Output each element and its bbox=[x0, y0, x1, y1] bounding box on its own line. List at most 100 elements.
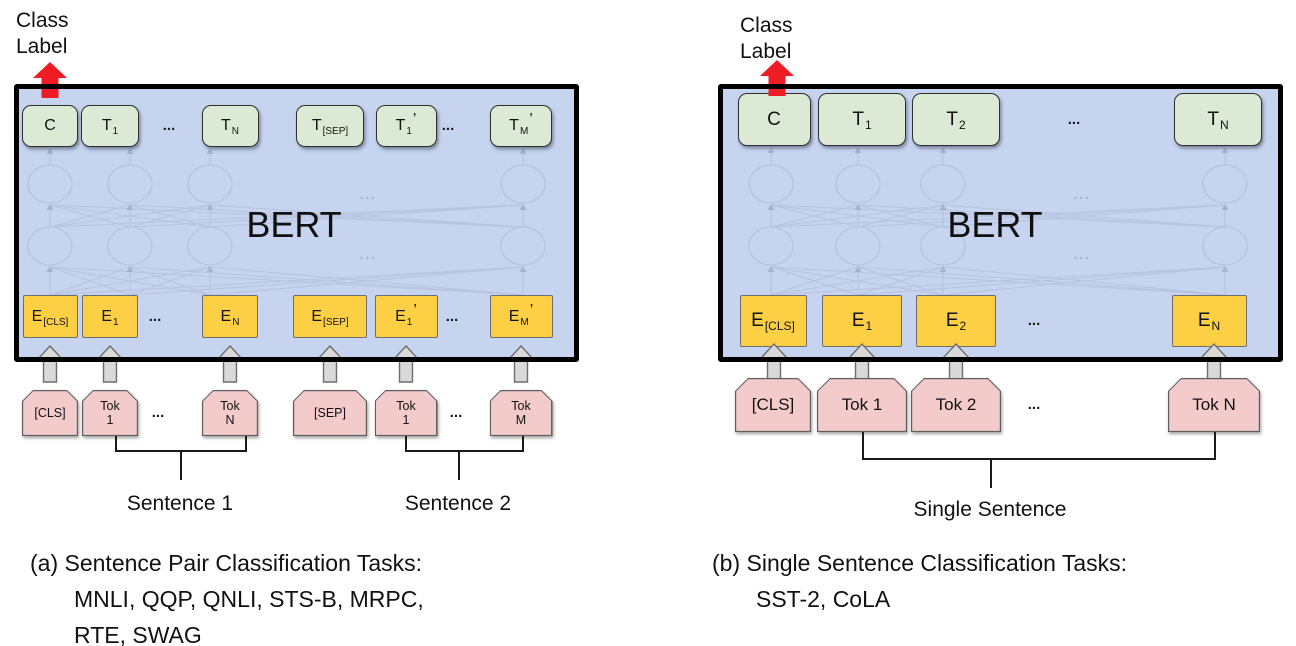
token-box-fill bbox=[376, 391, 437, 435]
figure-caption-line: (b) Single Sentence Classification Tasks… bbox=[712, 550, 1128, 576]
box-label-main: T bbox=[311, 117, 322, 134]
ellipsis: ... bbox=[162, 117, 176, 134]
box-label-main: E bbox=[395, 307, 406, 325]
token-box-label-line: Tok bbox=[511, 399, 531, 413]
bracket-line-bottom bbox=[862, 458, 1216, 460]
box-label: T1 bbox=[852, 108, 871, 132]
bracket-line-right bbox=[1214, 432, 1216, 458]
token-box-label-line: [CLS] bbox=[751, 395, 795, 415]
class-label-line: Label bbox=[16, 35, 68, 58]
bracket-line-left bbox=[862, 432, 864, 458]
bracket-line-right bbox=[522, 436, 524, 450]
ellipsis: ... bbox=[449, 404, 463, 421]
token-box-label: [CLS] bbox=[735, 378, 811, 432]
box-label: T1’ bbox=[395, 111, 417, 137]
token-box: [CLS] bbox=[735, 378, 811, 432]
box-label-subscript: 1 bbox=[406, 316, 413, 328]
box-label-main: T bbox=[220, 117, 231, 134]
bert-label: BERT bbox=[947, 204, 1043, 245]
box-label-main: E bbox=[851, 310, 865, 331]
box-label: T1 bbox=[101, 117, 119, 137]
class-label-line: Class bbox=[16, 9, 69, 32]
token-box: [CLS] bbox=[22, 390, 78, 436]
figure-caption-line: (a) Sentence Pair Classification Tasks: bbox=[30, 550, 423, 576]
box-label: EM’ bbox=[509, 302, 534, 328]
box-label: EN bbox=[1197, 310, 1220, 333]
token-box-fill bbox=[23, 391, 77, 435]
box-label-subscript: N bbox=[1219, 117, 1229, 132]
box-label-subscript: [CLS] bbox=[43, 316, 69, 328]
box-label-prime: ’ bbox=[412, 111, 417, 128]
box-label-main: T bbox=[509, 117, 519, 134]
embedding-box: EN bbox=[202, 295, 258, 338]
ellipsis: ... bbox=[1067, 111, 1081, 128]
token-box-fill bbox=[203, 391, 257, 435]
box-label-main: E bbox=[220, 307, 232, 325]
output-token-box: C bbox=[22, 105, 78, 147]
output-token-box: TM’ bbox=[490, 105, 552, 147]
svg-text:...: ... bbox=[1073, 246, 1090, 263]
ellipsis: ... bbox=[1027, 396, 1041, 413]
box-label-main: T bbox=[852, 108, 864, 130]
class-label-line: Class bbox=[740, 14, 793, 37]
ellipsis: ... bbox=[1027, 312, 1041, 329]
embedding-box: E1’ bbox=[374, 295, 438, 338]
figure-caption: (a) Sentence Pair Classification Tasks:M… bbox=[30, 545, 424, 646]
box-label-main: E bbox=[31, 307, 43, 325]
box-label-prime: ’ bbox=[413, 301, 417, 319]
output-token-box: T2 bbox=[912, 93, 1000, 146]
svg-text:...: ... bbox=[359, 246, 376, 263]
bracket-line-bottom bbox=[405, 450, 524, 452]
box-label-subscript: M bbox=[519, 126, 529, 137]
token-box: Tok 1 bbox=[817, 378, 907, 432]
output-token-box: T1 bbox=[818, 93, 906, 146]
box-label-main: T bbox=[395, 117, 406, 134]
embedding-box: E[SEP] bbox=[293, 295, 367, 338]
output-token-box: TN bbox=[1174, 93, 1262, 146]
token-box-label-line: Tok 2 bbox=[935, 395, 977, 415]
box-label-subscript: 1 bbox=[112, 126, 119, 137]
token-box: Tok N bbox=[1168, 378, 1260, 432]
embedding-box: EM’ bbox=[489, 295, 553, 338]
bert-label: BERT bbox=[246, 204, 342, 245]
token-box-label: Tok 2 bbox=[911, 378, 1001, 432]
box-label-subscript: 1 bbox=[113, 316, 119, 328]
box-label-main: T bbox=[101, 117, 112, 134]
token-box-fill bbox=[736, 379, 810, 431]
token-box-label: [CLS] bbox=[22, 390, 78, 436]
box-label-main: E bbox=[1197, 310, 1211, 331]
bracket-stem bbox=[180, 450, 182, 480]
box-label-subscript: N bbox=[231, 126, 239, 137]
box-label: EN bbox=[220, 307, 240, 328]
box-label-main: E bbox=[101, 307, 113, 325]
box-label-main: E bbox=[311, 307, 323, 325]
token-box-fill bbox=[818, 379, 906, 431]
box-label-subscript: N bbox=[232, 316, 240, 328]
token-box-label-line: N bbox=[225, 413, 235, 427]
bracket-line-right bbox=[245, 436, 247, 450]
figure-caption-line: SST-2, CoLA bbox=[756, 586, 891, 612]
bert-box-border bbox=[718, 84, 1283, 362]
box-label-main: C bbox=[44, 117, 56, 134]
bracket-line-left bbox=[115, 436, 117, 450]
box-label: TN bbox=[220, 117, 239, 137]
token-box-label-line: M bbox=[515, 413, 527, 427]
box-label: E[SEP] bbox=[311, 307, 348, 328]
box-label-subscript: M bbox=[520, 316, 529, 328]
token-box-fill bbox=[1169, 379, 1259, 431]
sentence-label: Sentence 2 bbox=[404, 492, 512, 515]
token-box: Tok 2 bbox=[911, 378, 1001, 432]
box-label: T[SEP] bbox=[311, 117, 348, 137]
token-box-label-line: Tok N bbox=[1192, 395, 1236, 415]
token-box: [SEP] bbox=[293, 390, 367, 436]
box-label: E1’ bbox=[395, 302, 417, 328]
box-label-main: T bbox=[1207, 108, 1219, 130]
output-token-box: T1’ bbox=[375, 105, 437, 147]
transformer-network: ...... bbox=[718, 84, 1283, 362]
box-label-main: E bbox=[751, 310, 764, 331]
